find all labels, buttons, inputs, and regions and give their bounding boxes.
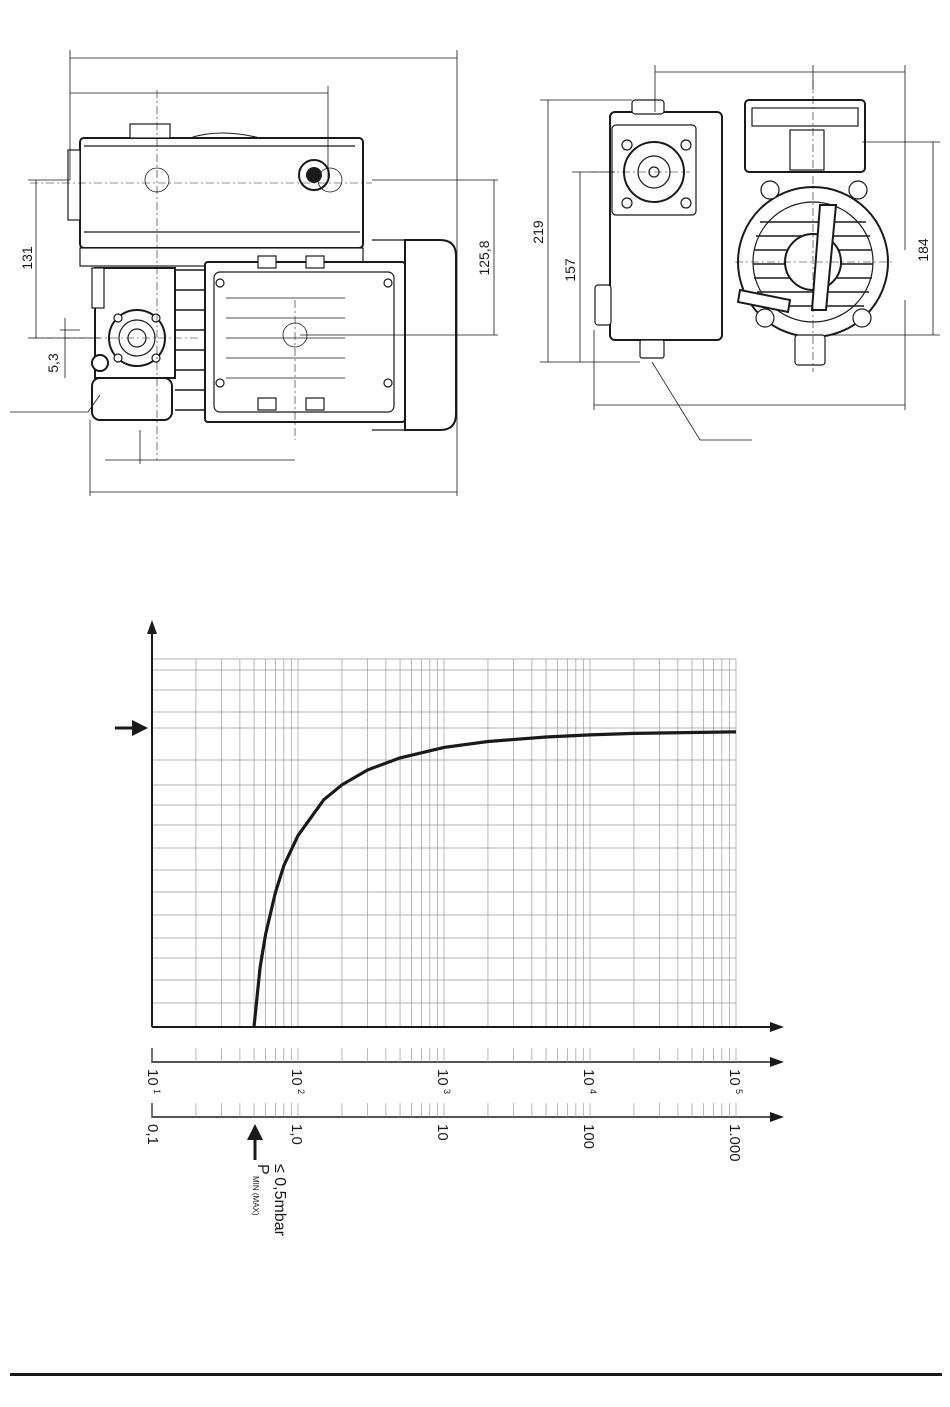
axis1-tick-4: 10 4 (580, 1069, 598, 1094)
axis1-tick-4-base: 10 (580, 1069, 597, 1086)
pmin-symbol: P (254, 1164, 271, 1175)
axis1-tick-1-exp: 1 (152, 1089, 162, 1094)
secondary-axis-1-labels: 10 1 10 2 10 3 10 4 10 5 (144, 1069, 744, 1094)
dim-131-label: 131 (19, 246, 35, 270)
axis1-tick-2-exp: 2 (296, 1089, 306, 1094)
axis1-tick-5-base: 10 (726, 1069, 743, 1086)
axis1-tick-1: 10 1 (144, 1069, 162, 1094)
pmin-subscript: MIN (MAX) (251, 1176, 260, 1216)
pmin-annotation: P MIN (MAX) ≤ 0,5mbar (251, 1164, 288, 1237)
secondary-axis-2-arrowhead (770, 1112, 784, 1122)
secondary-axis-1-arrowhead (770, 1057, 784, 1067)
dim-184-label: 184 (915, 238, 931, 262)
drain-plug (92, 355, 108, 371)
pump-side-view (30, 90, 456, 460)
secondary-axis-2-ticks (152, 1103, 736, 1117)
top-plug (632, 100, 664, 114)
secondary-axis-1-ticks (152, 1048, 736, 1062)
secondary-axis-2 (152, 1103, 772, 1117)
y-axis-arrowhead (147, 620, 157, 634)
x-axis-arrowhead (770, 1022, 784, 1032)
dim-219-label: 219 (530, 220, 546, 244)
axis1-tick-5: 10 5 (726, 1069, 744, 1094)
axis1-tick-2: 10 2 (288, 1069, 306, 1094)
dim-5-3-label: 5,3 (45, 353, 61, 373)
secondary-axis-2-labels: 0,1 1,0 10 100 1.000 (144, 1124, 743, 1162)
secondary-axis-1 (152, 1048, 772, 1062)
axis1-tick-5-exp: 5 (734, 1089, 744, 1094)
axis1-tick-3-base: 10 (434, 1069, 451, 1086)
footer-rule (10, 1373, 942, 1376)
y-marker-arrowhead (132, 720, 148, 736)
pumping-speed-curve (254, 732, 736, 1027)
axis2-tick-2: 1,0 (288, 1124, 305, 1145)
axis2-tick-3: 10 (434, 1124, 451, 1141)
axis1-tick-1-base: 10 (144, 1069, 161, 1086)
axis1-tick-2-base: 10 (288, 1069, 305, 1086)
chart-grid (152, 659, 736, 1027)
pumping-speed-chart: 10 1 10 2 10 3 10 4 10 5 0,1 (115, 620, 784, 1237)
pmin-value: ≤ 0,5mbar (271, 1164, 288, 1237)
axis2-tick-4: 100 (580, 1124, 597, 1149)
axis1-tick-3: 10 3 (434, 1069, 452, 1094)
pmin-arrowhead (247, 1124, 263, 1140)
axis2-tick-1: 0,1 (144, 1124, 161, 1145)
axis2-tick-5: 1.000 (726, 1124, 743, 1162)
axis1-tick-4-exp: 4 (588, 1089, 598, 1094)
terminal-box (214, 272, 394, 412)
dim-157-label: 157 (562, 258, 578, 282)
axis1-tick-3-exp: 3 (442, 1089, 452, 1094)
dim-125-8-label: 125,8 (476, 240, 492, 275)
cover-cap (130, 124, 170, 138)
pump-front-view (590, 80, 895, 372)
